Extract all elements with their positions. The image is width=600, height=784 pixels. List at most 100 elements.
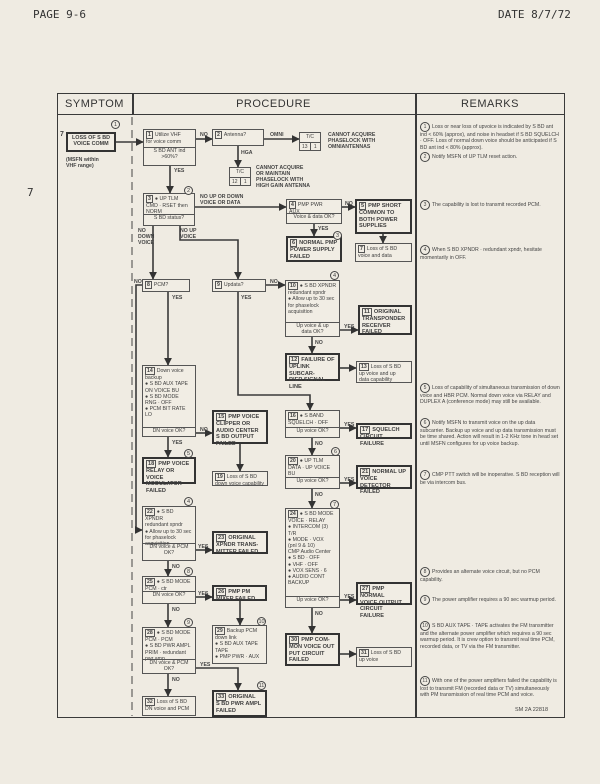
flow-label: NO	[200, 427, 208, 433]
step-number: 20	[288, 457, 298, 466]
tc-item: 1	[243, 178, 247, 185]
remark-ref-circle: 1	[111, 120, 120, 129]
step-number: 24	[288, 510, 298, 519]
symptom-column-header: SYMPTOM	[57, 93, 132, 115]
remark-ref-circle: 5	[184, 449, 193, 458]
remark-number: 1	[420, 122, 430, 132]
step-number: 8	[145, 281, 152, 290]
remark-text: Notify MSFN to transmit voice on the up …	[420, 420, 559, 447]
remark-number: 3	[420, 200, 430, 210]
flow-label: YES	[198, 591, 209, 597]
procedure-column-header: PROCEDURE	[132, 93, 415, 115]
column-divider	[132, 93, 134, 115]
step-text: 16● S BAND SQUELCH · OFF	[288, 412, 329, 427]
step-number: 5	[359, 202, 367, 211]
remark-number: 9	[420, 595, 430, 605]
flow-label: NO	[270, 279, 278, 285]
flow-label: YES	[344, 324, 355, 330]
flow-label: NO	[315, 492, 323, 498]
page-date: DATE 8/7/72	[498, 8, 571, 21]
remarks-column-header: REMARKS	[415, 93, 565, 115]
flow-label: NO	[172, 564, 180, 570]
step-number: 22	[145, 508, 155, 517]
flow-label: OMNI	[270, 132, 284, 138]
step-number: 2	[215, 131, 222, 140]
flow-label: NO	[315, 441, 323, 447]
step-number: 21	[360, 468, 371, 477]
flow-label: YES	[198, 544, 209, 550]
flow-label: YES	[241, 295, 252, 301]
step-number: 4	[289, 201, 296, 210]
step-number: 17	[360, 426, 371, 435]
remark-text: Notify MSFN of UP TLM reset action.	[432, 154, 518, 160]
flow-arrow	[196, 667, 242, 691]
step-question: Up voice OK?	[286, 596, 339, 607]
step-question: DN voice & PCM OK?	[143, 543, 195, 560]
remark-number: 4	[420, 245, 430, 255]
transfer-code-text: CANNOT ACQUIRE PHASELOCK WITH OMNIANTENN…	[328, 132, 376, 150]
flow-label: NO DOWN VOICE	[138, 228, 155, 246]
remark-number: 7	[420, 470, 430, 480]
step-question: Voice & data OK?	[287, 213, 341, 223]
symptom-number: 7	[60, 131, 64, 138]
flow-label: NO	[172, 607, 180, 613]
tc-page: 12	[230, 177, 241, 186]
step-number: 33	[216, 693, 227, 702]
flow-label: YES	[344, 422, 355, 428]
step-number: 9	[215, 281, 222, 290]
remark-ref-circle: 7	[330, 500, 339, 509]
step-number: 6	[290, 239, 298, 248]
step-text: 22● S BD XPNDR redundant xpndr ● Allow u…	[145, 508, 192, 548]
flow-step-28: 28● S BD MODE PCM · PCM ● S BD PWR AMPL …	[142, 627, 196, 674]
step-number: 10	[288, 282, 298, 291]
symptom-box: LOSS OF S BD VOICE COMM	[66, 132, 116, 152]
step-question: DN voice OK?	[143, 427, 195, 436]
step-text: 20● UP TLM DATA · UP VOICE BU	[288, 457, 331, 478]
remark-number: 6	[420, 418, 430, 428]
flow-arrow	[237, 292, 314, 411]
flow-label: YES	[172, 440, 183, 446]
step-question: S BD ANT ind >60%?	[144, 147, 195, 165]
step-question: Up voice OK?	[286, 477, 339, 488]
flow-arrow	[179, 226, 242, 280]
remark-text: CMP PTT switch will be inoperative. S BD…	[420, 472, 560, 486]
step-question: DN voice OK?	[143, 591, 195, 603]
step-question: Up voice & up data OK?	[286, 322, 339, 336]
document-id: SM 2A 22818	[515, 707, 549, 713]
remark-ref-circle: 8	[184, 567, 193, 576]
step-number: 32	[145, 698, 155, 707]
